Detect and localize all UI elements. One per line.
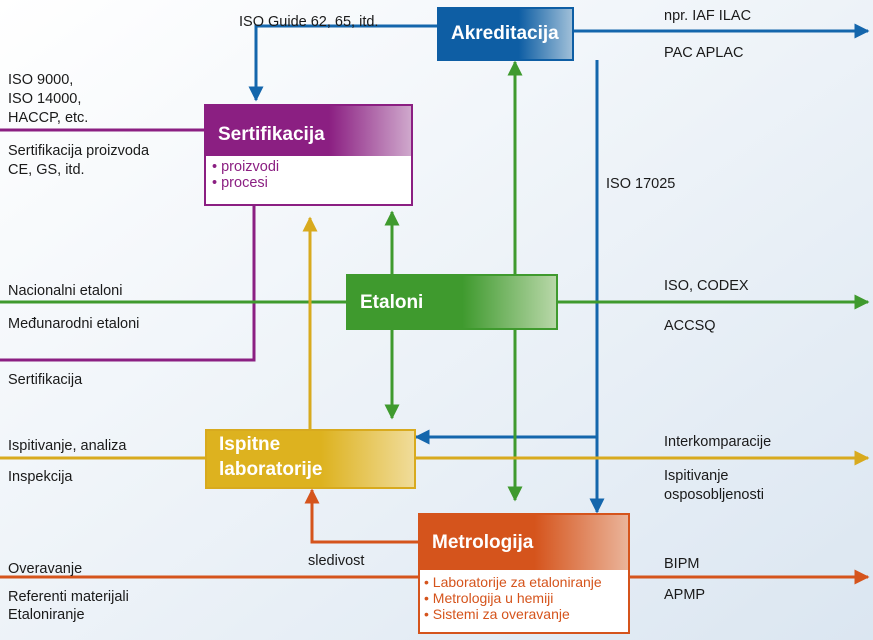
arrow-akreditacija-to-sertifikacija <box>248 24 440 102</box>
akreditacija-box: Akreditacija <box>437 7 574 61</box>
label-iso-codex: ISO, CODEX <box>664 278 749 294</box>
label-sertifikacija-proizvoda: Sertifikacija proizvoda <box>8 143 150 159</box>
label-nacionalni-etaloni: Nacionalni etaloni <box>8 283 123 299</box>
label-ispitivanje-osposobljenosti-2: osposobljenosti <box>664 487 764 503</box>
metrologija-item-laboratorije: Laboratorije za etaloniranje <box>424 574 624 590</box>
label-interkomparacije: Interkomparacije <box>664 434 772 450</box>
label-bipm: BIPM <box>664 556 700 572</box>
label-medjunarodni-etaloni: Međunarodni etaloni <box>8 316 140 332</box>
label-inspekcija: Inspekcija <box>8 469 73 485</box>
sertifikacija-title: Sertifikacija <box>218 124 325 145</box>
label-ispitivanje-osposobljenosti-1: Ispitivanje <box>664 468 729 484</box>
sertifikacija-box: Sertifikacija proizvodi procesi <box>204 104 413 206</box>
label-ce-gs: CE, GS, itd. <box>8 162 85 178</box>
label-accsq: ACCSQ <box>664 318 716 334</box>
label-ispitivanje-analiza: Ispitivanje, analiza <box>8 438 127 454</box>
sertifikacija-item-proizvodi: proizvodi <box>212 159 405 175</box>
label-pac-aplac: PAC APLAC <box>664 45 744 61</box>
sertifikacija-item-procesi: procesi <box>212 175 405 191</box>
label-iso-9000: ISO 9000, <box>8 72 74 88</box>
line-sertifikacija-left <box>0 205 256 362</box>
label-overavanje: Overavanje <box>8 561 83 577</box>
metrologija-box: Metrologija Laboratorije za etaloniranje… <box>418 513 630 634</box>
ispitne-title-line1: Ispitne <box>219 434 281 455</box>
label-sledivost: sledivost <box>308 553 365 569</box>
label-haccp: HACCP, etc. <box>8 110 89 126</box>
label-apmp: APMP <box>664 587 706 603</box>
etaloni-box: Etaloni <box>346 274 558 330</box>
label-etaloniranje: Etaloniranje <box>8 607 85 623</box>
metrologija-item-hemija: Metrologija u hemiji <box>424 590 624 606</box>
label-sertifikacija-left: Sertifikacija <box>8 372 83 388</box>
etaloni-title: Etaloni <box>360 292 424 313</box>
metrologija-title: Metrologija <box>432 532 534 553</box>
sertifikacija-body: proizvodi procesi <box>206 156 411 204</box>
ispitne-title-line2: laboratorije <box>219 459 323 480</box>
ispitne-box: Ispitne laboratorije <box>205 429 416 489</box>
label-iso-17025: ISO 17025 <box>606 176 676 192</box>
label-referentni-materijali: Referenti materijali <box>8 589 129 605</box>
label-iso-14000: ISO 14000, <box>8 91 82 107</box>
metrologija-body: Laboratorije za etaloniranje Metrologija… <box>420 570 628 632</box>
metrologija-item-sistemi: Sistemi za overavanje <box>424 606 624 622</box>
akreditacija-title: Akreditacija <box>451 23 559 44</box>
label-iso-guide: ISO Guide 62, 65, itd. <box>239 14 379 30</box>
label-iaf-ilac: npr. IAF ILAC <box>664 8 752 24</box>
arrow-metrologija-to-ispitne <box>304 488 420 544</box>
